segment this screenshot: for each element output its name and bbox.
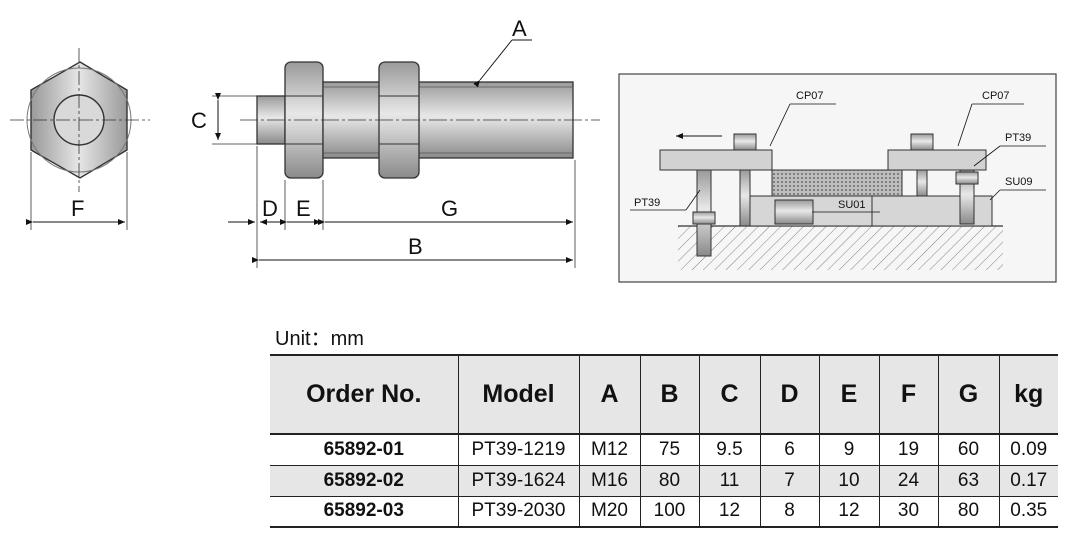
- cell-f: 24: [878, 465, 938, 496]
- header-f: F: [878, 355, 938, 434]
- cell-e: 10: [818, 465, 879, 496]
- knurled-plate: [771, 169, 903, 197]
- header-e: E: [818, 355, 879, 434]
- technical-drawing: F A C: [10, 16, 1057, 283]
- cell-g: 63: [937, 465, 999, 496]
- cell-c: 11: [698, 465, 760, 496]
- header-b: B: [639, 355, 699, 434]
- callout-pt39-left: PT39: [634, 197, 660, 209]
- cell-g: 80: [937, 496, 999, 527]
- cell-e: 12: [818, 496, 879, 527]
- dim-label-d: D: [262, 196, 278, 221]
- cell-model: PT39-1219: [457, 434, 579, 465]
- side-view: A C D E G B: [191, 16, 600, 268]
- header-a: A: [578, 355, 640, 434]
- header-order-no: Order No.: [306, 380, 422, 408]
- cell-kg: 0.17: [998, 465, 1058, 496]
- right-clamp-arm: [887, 149, 987, 171]
- cell-f: 19: [878, 434, 938, 465]
- table-row: 65892-01 PT39-1219 M12 75 9.5 6 9 19 60 …: [270, 434, 1058, 465]
- callout-cp07-left: CP07: [796, 90, 824, 102]
- cell-f: 30: [878, 496, 938, 527]
- cell-a: M20: [578, 496, 640, 527]
- cell-model: PT39-1624: [457, 465, 579, 496]
- cell-d: 7: [759, 465, 819, 496]
- dim-label-f: F: [71, 196, 84, 221]
- callout-cp07-right: CP07: [982, 90, 1010, 102]
- cell-a: M16: [578, 465, 640, 496]
- dim-label-g: G: [441, 196, 458, 221]
- header-c: C: [698, 355, 760, 434]
- cell-b: 75: [639, 434, 699, 465]
- header-kg: kg: [998, 355, 1058, 434]
- cell-order-no: 65892-01: [323, 438, 404, 460]
- end-view: F: [10, 48, 150, 230]
- cell-model: PT39-2030: [457, 496, 579, 527]
- cell-order-no: 65892-02: [323, 469, 404, 491]
- cell-kg: 0.35: [998, 496, 1058, 527]
- header-model: Model: [457, 355, 579, 434]
- cell-c: 12: [698, 496, 760, 527]
- cell-order-no: 65892-03: [323, 500, 404, 522]
- cell-c: 9.5: [698, 434, 760, 465]
- cell-b: 100: [639, 496, 699, 527]
- callout-su09: SU09: [1005, 176, 1033, 188]
- cell-kg: 0.09: [998, 434, 1058, 465]
- callout-pt39-right: PT39: [1005, 132, 1031, 144]
- cell-a: M12: [578, 434, 640, 465]
- unit-label: Unit：mm: [275, 328, 364, 350]
- application-diagram: CP07 CP07 PT39 PT39 SU01 SU09: [618, 73, 1057, 283]
- dim-label-e: E: [296, 196, 311, 221]
- callout-su01: SU01: [838, 199, 866, 211]
- cell-d: 6: [759, 434, 819, 465]
- table-row: 65892-03 PT39-2030 M20 100 12 8 12 30 80…: [270, 496, 1058, 527]
- dim-label-b: B: [408, 234, 423, 259]
- spec-table: Order No. Model A B C D E F G kg 65892-0…: [270, 354, 1058, 528]
- header-d: D: [759, 355, 819, 434]
- table-row: 65892-02 PT39-1624 M16 80 11 7 10 24 63 …: [270, 465, 1058, 496]
- dim-label-c: C: [191, 108, 207, 133]
- spec-table-header-row: Order No. Model A B C D E F G kg: [270, 355, 1058, 434]
- cell-g: 60: [937, 434, 999, 465]
- left-clamp-arm: [659, 149, 773, 171]
- cell-b: 80: [639, 465, 699, 496]
- cell-d: 8: [759, 496, 819, 527]
- su01-block: [774, 199, 814, 225]
- dim-label-a: A: [512, 16, 527, 41]
- cell-e: 9: [818, 434, 879, 465]
- header-g: G: [937, 355, 999, 434]
